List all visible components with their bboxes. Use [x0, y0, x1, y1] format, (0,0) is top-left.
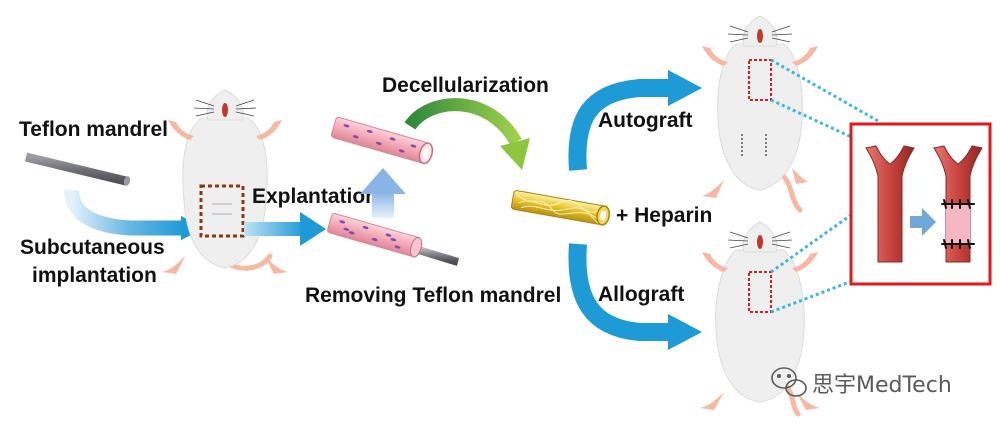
native-artery: [865, 145, 915, 263]
rat-autograft: [702, 15, 818, 213]
artery-graft-callout: [849, 122, 992, 286]
graft-site-box-allograft: [748, 271, 772, 313]
teflon-mandrel: [24, 152, 131, 186]
explantation-label: Explantation: [252, 185, 378, 208]
decellularization-arrow: [404, 98, 530, 170]
callout-arrow: [910, 208, 936, 236]
autograft-arrow: [568, 70, 702, 171]
decellularization-label: Decellularization: [382, 74, 549, 97]
tissue-tube-with-mandrel: [327, 213, 460, 266]
rat-implanted: [162, 89, 288, 274]
watermark: 思宇MedTech: [771, 367, 952, 398]
implant-site-box: [199, 184, 245, 238]
callout-lines: [770, 58, 881, 314]
rat-allograft: [700, 221, 820, 417]
hollow-tissue-tube: [330, 116, 434, 165]
heparin-label: + Heparin: [616, 204, 712, 227]
explantation-arrow: [244, 212, 326, 246]
allograft-arrow: [568, 243, 702, 350]
graft-site-box-autograft: [748, 59, 772, 101]
grafted-artery: [933, 145, 983, 263]
decellularized-scaffold: [510, 190, 611, 226]
subcutaneous-label-line2: implantation: [32, 264, 157, 287]
teflon-mandrel-label: Teflon mandrel: [19, 118, 168, 141]
removal-up-arrow: [360, 168, 406, 218]
autograft-label: Autograft: [598, 109, 692, 132]
wechat-icon: [771, 367, 807, 397]
removing-mandrel-label: Removing Teflon mandrel: [305, 284, 561, 307]
allograft-label: Allograft: [598, 283, 684, 306]
subcutaneous-label-line1: Subcutaneous: [20, 236, 165, 259]
watermark-text: 思宇MedTech: [812, 373, 952, 398]
